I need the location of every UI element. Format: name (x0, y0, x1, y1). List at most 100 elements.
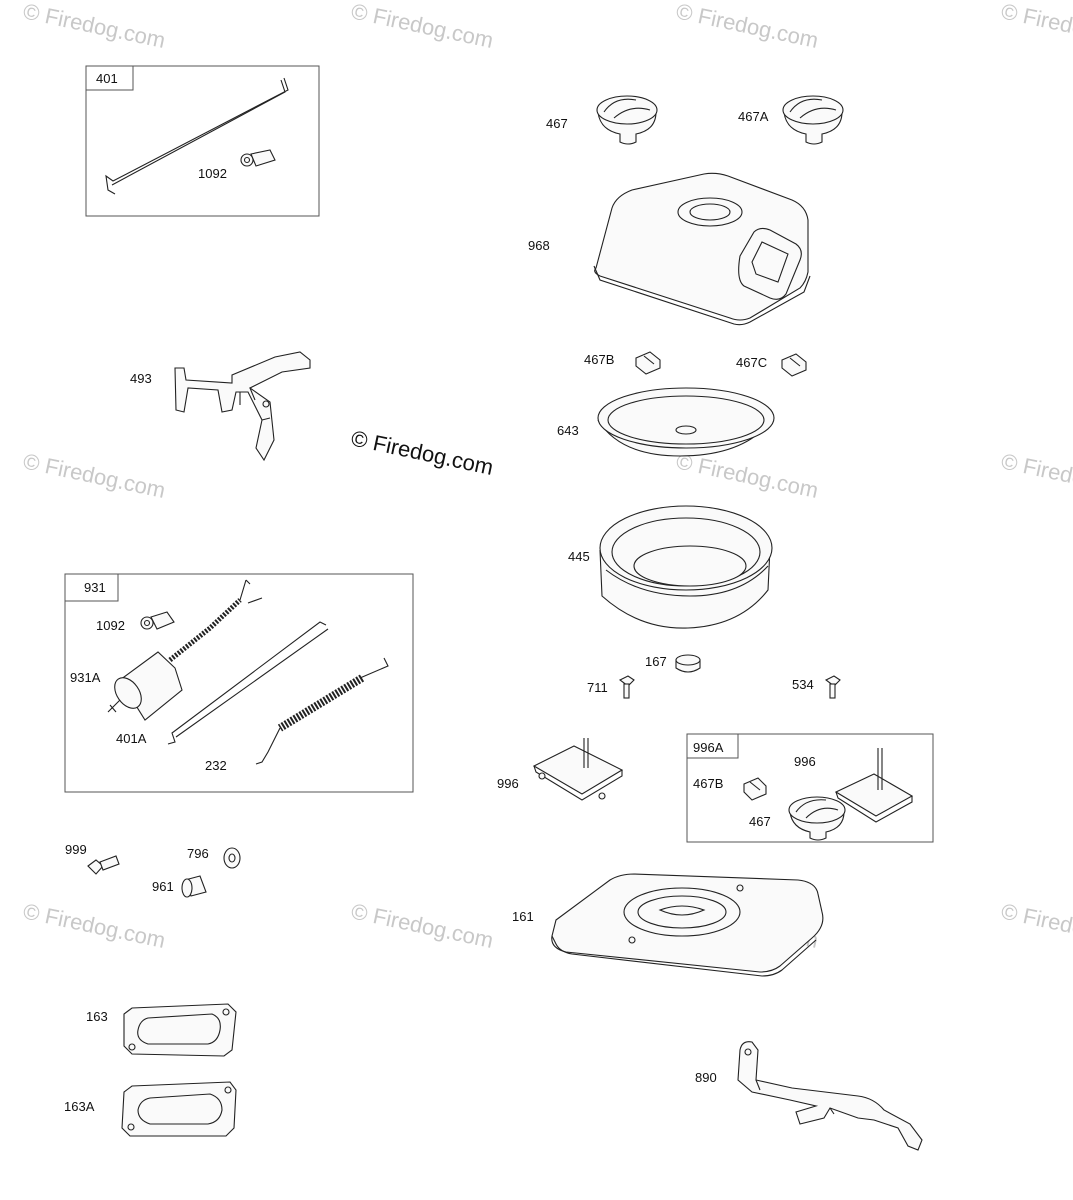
washer-796-part (223, 847, 241, 869)
callout-711: 711 (587, 680, 608, 695)
bracket-493-group: 493 (130, 351, 311, 462)
kit-401-tab (86, 66, 134, 91)
callout-890: 890 (695, 1070, 717, 1085)
callout-445: 445 (568, 549, 590, 564)
kit-996a-tab (687, 734, 739, 759)
baseplate-161-hole (628, 936, 636, 944)
callout-1092-kit: 1092 (96, 618, 125, 633)
solenoid-wire-spring (168, 598, 242, 662)
callout-401: 401 (96, 71, 118, 86)
watermark: © Firedog.com (21, 448, 168, 503)
cover-968-inlet-opening (751, 241, 789, 283)
element-445-pleat (605, 565, 769, 597)
bracket-493-part (174, 351, 311, 462)
bowl-643-center (675, 425, 697, 435)
cover-968-port-inner (689, 203, 731, 221)
callout-999: 999 (65, 842, 87, 857)
bracket-890-part (737, 1041, 923, 1151)
plate-996-stud (583, 738, 589, 768)
knob-467-kit-part (788, 796, 846, 841)
baseplate-161-hole (736, 884, 744, 892)
screw-711-part (618, 675, 635, 699)
gasket-163a-opening (137, 1093, 223, 1125)
knob-467-group: 467 467A (546, 95, 844, 145)
watermarks: © Firedog.com © Firedog.com © Firedog.co… (21, 0, 1073, 953)
knob-467b-467c-group: 467B 467C (584, 351, 807, 377)
filter-element-445-group: 445 (568, 505, 773, 629)
bracket-hole (262, 400, 270, 408)
plate-996-kit-edge (835, 791, 913, 823)
callout-467c: 467C (736, 355, 767, 370)
spring-232-hook-bottom (255, 727, 281, 765)
callout-996: 996 (497, 776, 519, 791)
screw-534-part (824, 675, 841, 699)
watermark: © Firedog.com (999, 0, 1073, 53)
callout-467: 467 (546, 116, 568, 131)
watermark: © Firedog.com (674, 448, 821, 503)
bolt-999-part (87, 855, 120, 875)
knob-467c-part (781, 353, 807, 377)
callout-232: 232 (205, 758, 227, 773)
gasket-163a-part (121, 1081, 237, 1137)
knob-467-part (596, 95, 658, 145)
screw-961-part (181, 875, 207, 898)
knob-467a-part (782, 95, 844, 145)
callout-493: 493 (130, 371, 152, 386)
plate-996-group: 996 (497, 738, 624, 801)
bowl-643-inner (607, 395, 765, 445)
knob-467b-kit-part (743, 777, 767, 801)
spring-232-part (277, 674, 365, 732)
filter-bowl-643-group: 643 (557, 387, 775, 457)
callout-467-kit: 467 (749, 814, 771, 829)
callout-163: 163 (86, 1009, 108, 1024)
watermark: © Firedog.com (349, 898, 496, 953)
control-rod-part-edge (111, 79, 286, 186)
callout-467a: 467A (738, 109, 769, 124)
gasket-163-part (123, 1003, 237, 1057)
callout-167: 167 (645, 654, 667, 669)
baseplate-161-ring-inner (637, 895, 727, 929)
watermark: © Firedog.com (21, 0, 168, 53)
kit-401-box (85, 65, 320, 217)
control-rod-part (105, 77, 289, 195)
gasket-hole (127, 1123, 135, 1131)
callout-467b-kit: 467B (693, 776, 723, 791)
callout-534: 534 (792, 677, 814, 692)
callout-996a: 996A (693, 740, 724, 755)
baseplate-161-group: 161 (512, 873, 824, 977)
callout-931a: 931A (70, 670, 101, 685)
fasteners-group: 999 796 961 (65, 842, 241, 898)
plate-996-kit-part (834, 773, 914, 817)
bracket-890-hole (744, 1048, 752, 1056)
plate-996-part (532, 745, 624, 795)
kit-996a-box (686, 733, 934, 843)
watermark: © Firedog.com (674, 0, 821, 53)
baseplate-161-edge (551, 935, 817, 977)
kit-996a-group: 996A 996 467B 467 (686, 733, 934, 843)
kit-931-tab (65, 574, 119, 602)
watermark: © Firedog.com (349, 0, 496, 53)
callout-961: 961 (152, 879, 174, 894)
knob-467b-part (635, 351, 661, 375)
clip-1092-kit-part (140, 611, 175, 630)
gasket-hole (222, 1008, 230, 1016)
plate-996-edge (533, 765, 623, 801)
callout-1092-top: 1092 (198, 166, 227, 181)
kit-401-group: 401 1092 (85, 65, 320, 217)
callout-161: 161 (512, 909, 534, 924)
callout-968: 968 (528, 238, 550, 253)
callout-643: 643 (557, 423, 579, 438)
rod-401a-part (167, 621, 327, 745)
bracket-890-group: 890 (695, 1041, 923, 1151)
gasket-163-opening (137, 1013, 221, 1045)
cover-968-rim (593, 265, 811, 326)
gasket-163-group: 163 163A (64, 1003, 237, 1137)
kit-931-box (64, 573, 414, 793)
hardware-group: 167 711 534 (587, 654, 841, 699)
watermark: © Firedog.com (21, 898, 168, 953)
cover-968-inlet (738, 227, 802, 300)
callout-796: 796 (187, 846, 209, 861)
callout-467b: 467B (584, 352, 614, 367)
callout-401a: 401A (116, 731, 147, 746)
